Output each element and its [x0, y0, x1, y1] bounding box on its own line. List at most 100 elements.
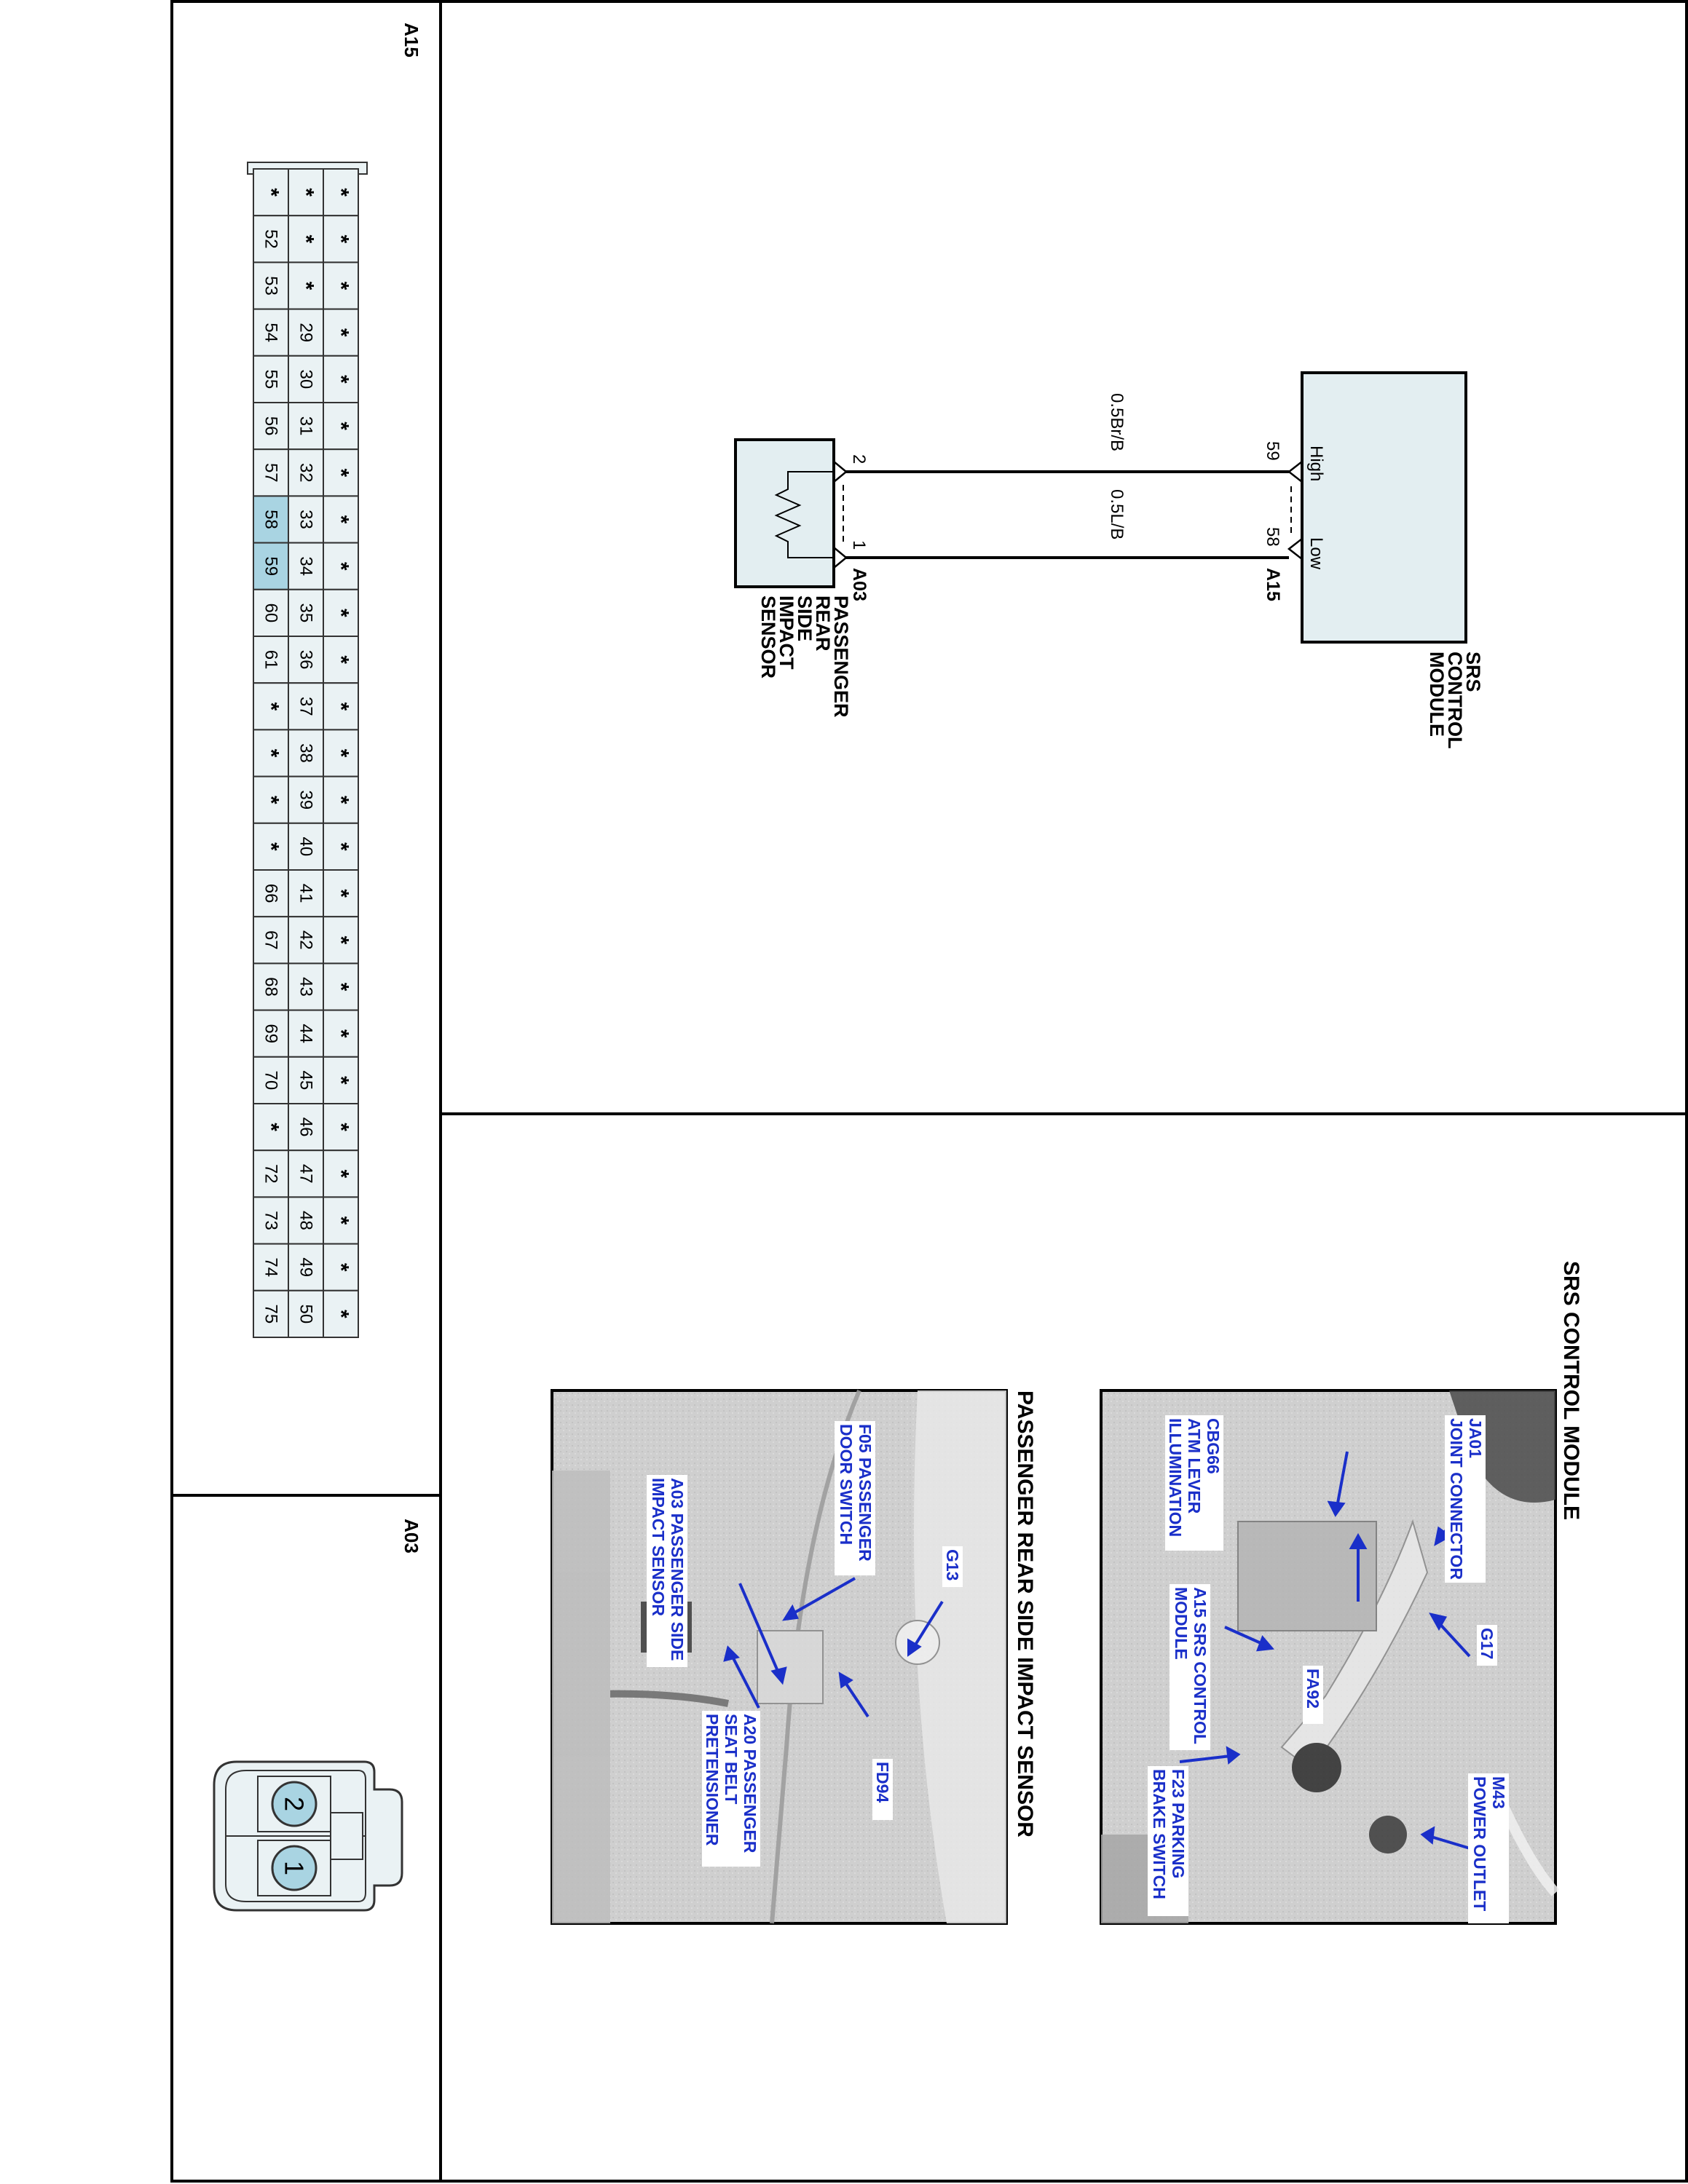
a15-pin-label: 31 — [296, 416, 316, 436]
svg-text:G17: G17 — [1478, 1628, 1496, 1659]
a15-pin-label: 34 — [296, 556, 316, 576]
a15-pin-label: * — [329, 234, 353, 243]
a15-pin-label: * — [329, 375, 353, 384]
a15-pin-label: 55 — [261, 370, 281, 389]
a15-pin-label: * — [259, 1123, 283, 1131]
connector-a03-pin-1: 1 — [271, 1845, 318, 1891]
a15-pin-label: 36 — [296, 650, 316, 670]
a15-pin-label: * — [329, 515, 353, 524]
a15-pin-cell: 37 — [288, 682, 324, 731]
a15-pin-label: 44 — [296, 1024, 316, 1043]
a15-pin-label: 72 — [261, 1164, 281, 1184]
a15-pin-cell: 68 — [253, 962, 289, 1011]
a15-pin-label: * — [329, 1029, 353, 1038]
callout-a15-srs-control-module: A15 SRS CONTROL MODULE — [1170, 1584, 1210, 1750]
srs-low-label: Low — [1306, 537, 1326, 570]
svg-text:IMPACT: IMPACT — [776, 596, 797, 670]
a15-pin-cell: * — [323, 588, 359, 637]
a15-pin-cell: * — [288, 168, 324, 217]
a15-pin-label: 42 — [296, 930, 316, 950]
callout-g17: G17 — [1477, 1625, 1497, 1666]
a15-pin-cell: 36 — [288, 636, 324, 684]
a15-pin-label: 47 — [296, 1164, 316, 1184]
srs-pin-58: 58 — [1263, 527, 1282, 547]
a15-pin-label: 45 — [296, 1071, 316, 1091]
a15-pin-cell: 70 — [253, 1056, 289, 1105]
svg-text:1: 1 — [280, 1861, 309, 1875]
a15-pin-cell: 42 — [288, 916, 324, 965]
a15-pin-cell: * — [323, 775, 359, 824]
a15-pin-label: 39 — [296, 790, 316, 810]
a15-pin-label: * — [329, 562, 353, 571]
a15-pin-label: * — [259, 796, 283, 804]
a15-pin-label: 61 — [261, 650, 281, 670]
svg-text:2: 2 — [280, 1797, 309, 1811]
svg-text:PRETENSIONER: PRETENSIONER — [703, 1714, 722, 1846]
a15-pin-cell: * — [323, 682, 359, 731]
connector-a03-title: A03 — [401, 1519, 422, 1554]
a15-pin-label: * — [259, 702, 283, 711]
callout-fa92: FA92 — [1303, 1666, 1323, 1724]
photo-srs-callouts: JA01 JOINT CONNECTOR G17 M43 POWER OUTLE… — [1148, 1415, 1509, 1923]
callout-g13: G13 — [942, 1546, 963, 1587]
a15-pin-cell: * — [253, 1103, 289, 1152]
connector-a03-pin-2: 2 — [271, 1781, 318, 1827]
a15-pin-label: 29 — [296, 323, 316, 342]
wire-label-0-5br-b: 0.5Br/B — [1107, 393, 1127, 451]
a15-pin-label: 57 — [261, 463, 281, 483]
a15-pin-cell: * — [323, 729, 359, 778]
a15-pin-cell: * — [323, 916, 359, 965]
svg-text:DOOR SWITCH: DOOR SWITCH — [837, 1424, 856, 1545]
a15-pin-cell: 57 — [253, 448, 289, 497]
sensor-pin-chevrons — [833, 461, 848, 569]
a15-pin-cell: 30 — [288, 355, 324, 403]
svg-text:IMPACT SENSOR: IMPACT SENSOR — [649, 1478, 668, 1616]
a15-pin-label: * — [329, 796, 353, 804]
photo-sensor-callouts: F05 PASSENGER DOOR SWITCH G13 A03 PASSEN… — [647, 1421, 963, 1867]
sensor-resistor-icon — [774, 471, 834, 558]
a15-pin-cell: 56 — [253, 402, 289, 451]
callout-cbg66: CBG66 ATM LEVER ILLUMINATION — [1165, 1415, 1223, 1551]
svg-text:ATM LEVER: ATM LEVER — [1185, 1418, 1204, 1514]
svg-text:FA92: FA92 — [1304, 1669, 1322, 1709]
a15-pin-cell: * — [253, 729, 289, 778]
a15-pin-cell: * — [323, 495, 359, 544]
a15-pin-label: * — [329, 935, 353, 944]
a15-pin-cell: 55 — [253, 355, 289, 403]
svg-text:SENSOR: SENSOR — [757, 596, 779, 678]
svg-text:CBG66: CBG66 — [1204, 1418, 1223, 1474]
a15-pin-cell: * — [323, 1196, 359, 1245]
a15-pin-cell: * — [323, 402, 359, 451]
wire-label-0-5l-b: 0.5L/B — [1107, 489, 1127, 539]
passenger-rear-side-impact-sensor-label: PASSENGER REAR SIDE IMPACT SENSOR — [757, 596, 852, 718]
a15-pin-cell: 49 — [288, 1243, 324, 1291]
a15-pin-cell: 67 — [253, 916, 289, 965]
a15-pin-label: 33 — [296, 510, 316, 529]
a15-pin-cell: 54 — [253, 308, 289, 357]
svg-text:A20 PASSENGER: A20 PASSENGER — [741, 1714, 760, 1853]
a15-pin-label: * — [329, 609, 353, 617]
svg-text:G13: G13 — [943, 1549, 962, 1580]
a15-pin-label: * — [329, 889, 353, 898]
a15-pin-label: 41 — [296, 884, 316, 903]
a15-pin-cell: 35 — [288, 588, 324, 637]
sensor-pin-2: 2 — [849, 454, 869, 464]
a15-pin-cell: 50 — [288, 1289, 324, 1339]
a15-pin-label: * — [259, 188, 283, 197]
a15-pin-label: * — [329, 422, 353, 430]
svg-text:PASSENGER: PASSENGER — [830, 596, 852, 718]
a15-pin-cell: 60 — [253, 588, 289, 637]
svg-text:F23 PARKING: F23 PARKING — [1169, 1769, 1188, 1878]
callout-m43: M43 POWER OUTLET — [1468, 1773, 1509, 1923]
a15-pin-cell: * — [323, 1056, 359, 1105]
photo-srs-control-module-title: SRS CONTROL MODULE — [1559, 1261, 1583, 1520]
a15-pin-cell: * — [323, 822, 359, 871]
a15-pin-label: 75 — [261, 1305, 281, 1324]
photo-passenger-rear-side-impact-sensor-panel: PASSENGER REAR SIDE IMPACT SENSOR F05 PA… — [551, 1389, 1037, 1925]
a15-pin-label: 70 — [261, 1071, 281, 1091]
callout-fd94: FD94 — [872, 1759, 893, 1820]
a15-pin-cell: 48 — [288, 1196, 324, 1245]
callout-a20: A20 PASSENGER SEAT BELT PRETENSIONER — [702, 1711, 760, 1867]
a15-pin-cell: 43 — [288, 962, 324, 1011]
